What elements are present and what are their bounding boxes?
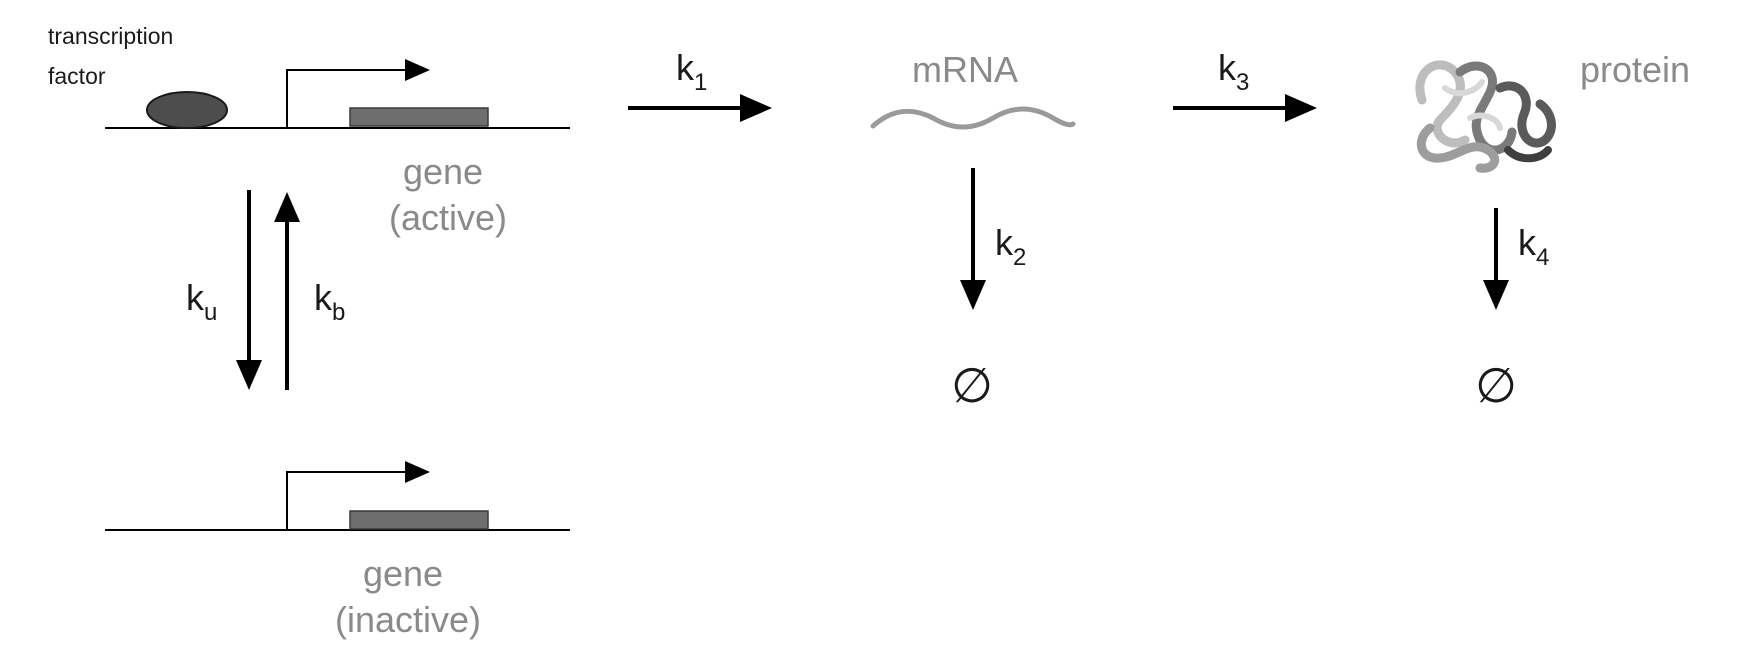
active-promoter-arrow bbox=[286, 69, 412, 128]
active-gene-box bbox=[349, 107, 489, 127]
gene-active-label: gene (active) bbox=[389, 151, 507, 238]
k2-label: k2 bbox=[995, 222, 1026, 271]
protein-degradation-symbol: ∅ bbox=[1475, 360, 1517, 413]
k1-label: k1 bbox=[676, 47, 707, 96]
active-promoter-arrowhead bbox=[405, 59, 430, 81]
inactive-promoter-arrow bbox=[286, 471, 412, 530]
mrna-label: mRNA bbox=[912, 49, 1018, 90]
mrna-group: mRNA k2 ∅ bbox=[870, 49, 1076, 413]
k4-label: k4 bbox=[1518, 222, 1549, 271]
active-gene-group: transcription factor gene (active) bbox=[48, 23, 570, 238]
translation-reaction: k3 bbox=[1173, 47, 1317, 122]
protein-structure-icon bbox=[1415, 60, 1556, 173]
protein-label: protein bbox=[1580, 49, 1690, 90]
gene-inactive-label: gene (inactive) bbox=[335, 553, 481, 640]
binding-arrows: ku kb bbox=[186, 190, 345, 390]
k3-label: k3 bbox=[1218, 47, 1249, 96]
inactive-promoter-arrowhead bbox=[405, 461, 430, 483]
inactive-gene-group: gene (inactive) bbox=[105, 461, 570, 640]
k3-arrowhead bbox=[1285, 94, 1317, 122]
ku-label: ku bbox=[186, 277, 217, 326]
transcription-reaction: k1 bbox=[628, 47, 772, 122]
k1-arrowhead bbox=[740, 94, 772, 122]
ku-arrowhead bbox=[236, 360, 262, 390]
transcription-factor-label: transcription factor bbox=[48, 23, 180, 89]
k4-arrowhead bbox=[1483, 280, 1509, 310]
k2-arrowhead bbox=[960, 280, 986, 310]
inactive-gene-box bbox=[349, 510, 489, 530]
mrna-wave bbox=[870, 106, 1076, 130]
kb-arrowhead bbox=[274, 192, 300, 222]
transcription-factor-blob bbox=[146, 91, 228, 129]
protein-group: protein k4 ∅ bbox=[1415, 49, 1690, 413]
mrna-degradation-symbol: ∅ bbox=[951, 360, 993, 413]
kb-label: kb bbox=[314, 277, 345, 326]
